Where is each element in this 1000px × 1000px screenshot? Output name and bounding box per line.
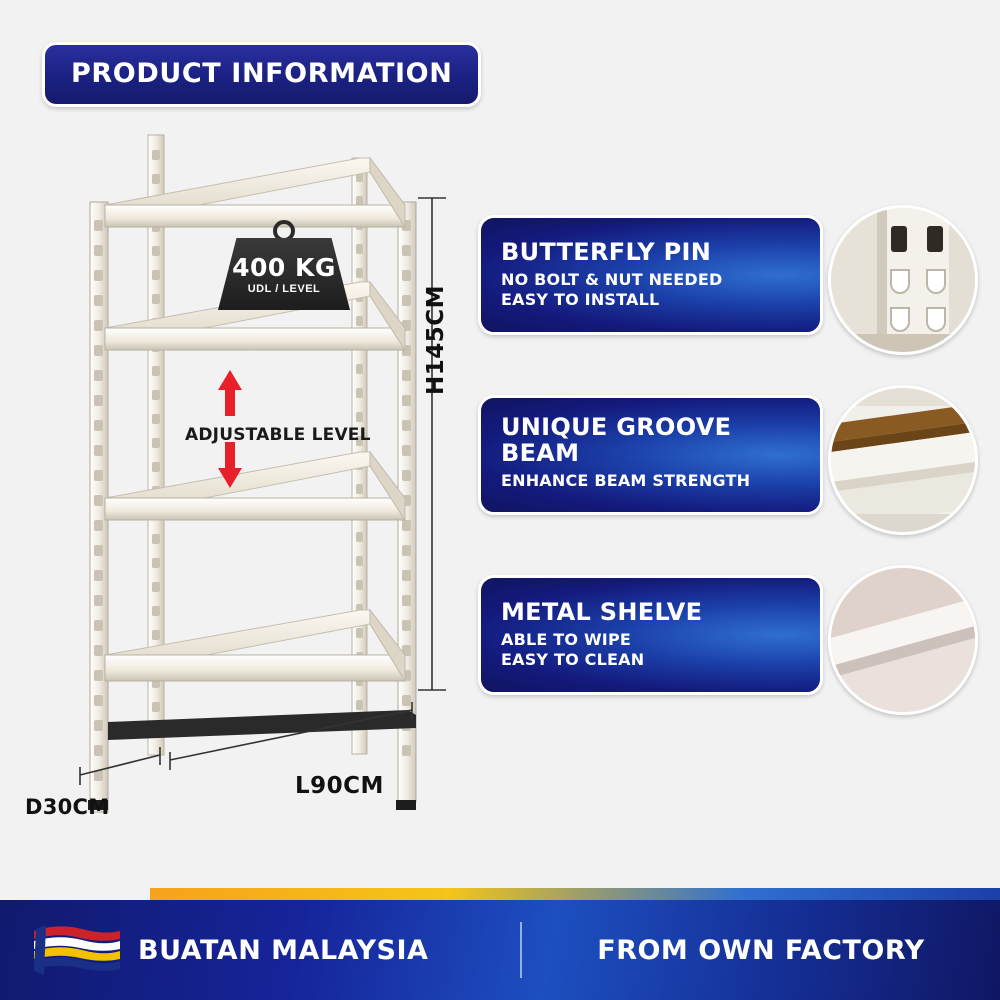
weight-capacity-value: 400 KG xyxy=(232,253,336,282)
feature-panel: UNIQUE GROOVE BEAM ENHANCE BEAM STRENGTH xyxy=(478,395,823,515)
footer: BUATAN MALAYSIA FROM OWN FACTORY xyxy=(0,888,1000,1000)
groove-beam-photo xyxy=(828,385,978,535)
feature-title: METAL SHELVE xyxy=(501,597,703,626)
butterfly-pin-photo xyxy=(828,205,978,355)
page-title: PRODUCT INFORMATION xyxy=(71,58,453,89)
footer-left-text: BUATAN MALAYSIA xyxy=(138,934,429,966)
feature-panel: METAL SHELVE ABLE TO WIPE EASY TO CLEAN xyxy=(478,575,823,695)
feature-title: UNIQUE GROOVE BEAM xyxy=(501,413,732,467)
footer-right-group: FROM OWN FACTORY xyxy=(522,935,1000,966)
feature-card-groove-beam: UNIQUE GROOVE BEAM ENHANCE BEAM STRENGTH xyxy=(478,385,978,535)
dimension-height-label: H145CM xyxy=(423,284,449,395)
footer-bar: BUATAN MALAYSIA FROM OWN FACTORY xyxy=(0,900,1000,1000)
product-illustration: 400 KG UDL / LEVEL ADJUSTABLE LEVEL H145… xyxy=(25,110,480,840)
footer-left-group: BUATAN MALAYSIA xyxy=(0,921,520,979)
feature-card-metal-shelve: METAL SHELVE ABLE TO WIPE EASY TO CLEAN xyxy=(478,565,978,715)
feature-panel: BUTTERFLY PIN NO BOLT & NUT NEEDED EASY … xyxy=(478,215,823,335)
dimension-length-label: L90CM xyxy=(295,773,384,799)
feature-subtitle-line-1: ENHANCE BEAM STRENGTH xyxy=(501,470,751,490)
feature-title: BUTTERFLY PIN xyxy=(501,237,712,266)
page-title-badge: PRODUCT INFORMATION xyxy=(42,42,482,107)
feature-card-butterfly-pin: BUTTERFLY PIN NO BOLT & NUT NEEDED EASY … xyxy=(478,205,978,355)
weight-capacity-tag: 400 KG UDL / LEVEL xyxy=(218,238,350,310)
shelf-rack-graphic xyxy=(79,134,446,813)
feature-subtitle-line-2: EASY TO CLEAN xyxy=(501,650,645,670)
dimension-depth-label: D30CM xyxy=(25,795,110,819)
metal-shelve-photo xyxy=(828,565,978,715)
adjustable-level-label: ADJUSTABLE LEVEL xyxy=(185,425,371,445)
adjustable-arrows-icon xyxy=(218,370,242,488)
footer-divider xyxy=(520,922,522,978)
malaysia-flag-icon xyxy=(30,925,120,975)
feature-subtitle-line-1: ABLE TO WIPE xyxy=(501,630,632,650)
feature-list: BUTTERFLY PIN NO BOLT & NUT NEEDED EASY … xyxy=(478,205,978,745)
feature-subtitle-line-1: NO BOLT & NUT NEEDED xyxy=(501,270,723,290)
footer-right-text: FROM OWN FACTORY xyxy=(597,934,925,966)
feature-subtitle-line-2: EASY TO INSTALL xyxy=(501,290,660,310)
footer-accent-strip xyxy=(150,888,1000,900)
weight-capacity-sub: UDL / LEVEL xyxy=(247,283,321,295)
